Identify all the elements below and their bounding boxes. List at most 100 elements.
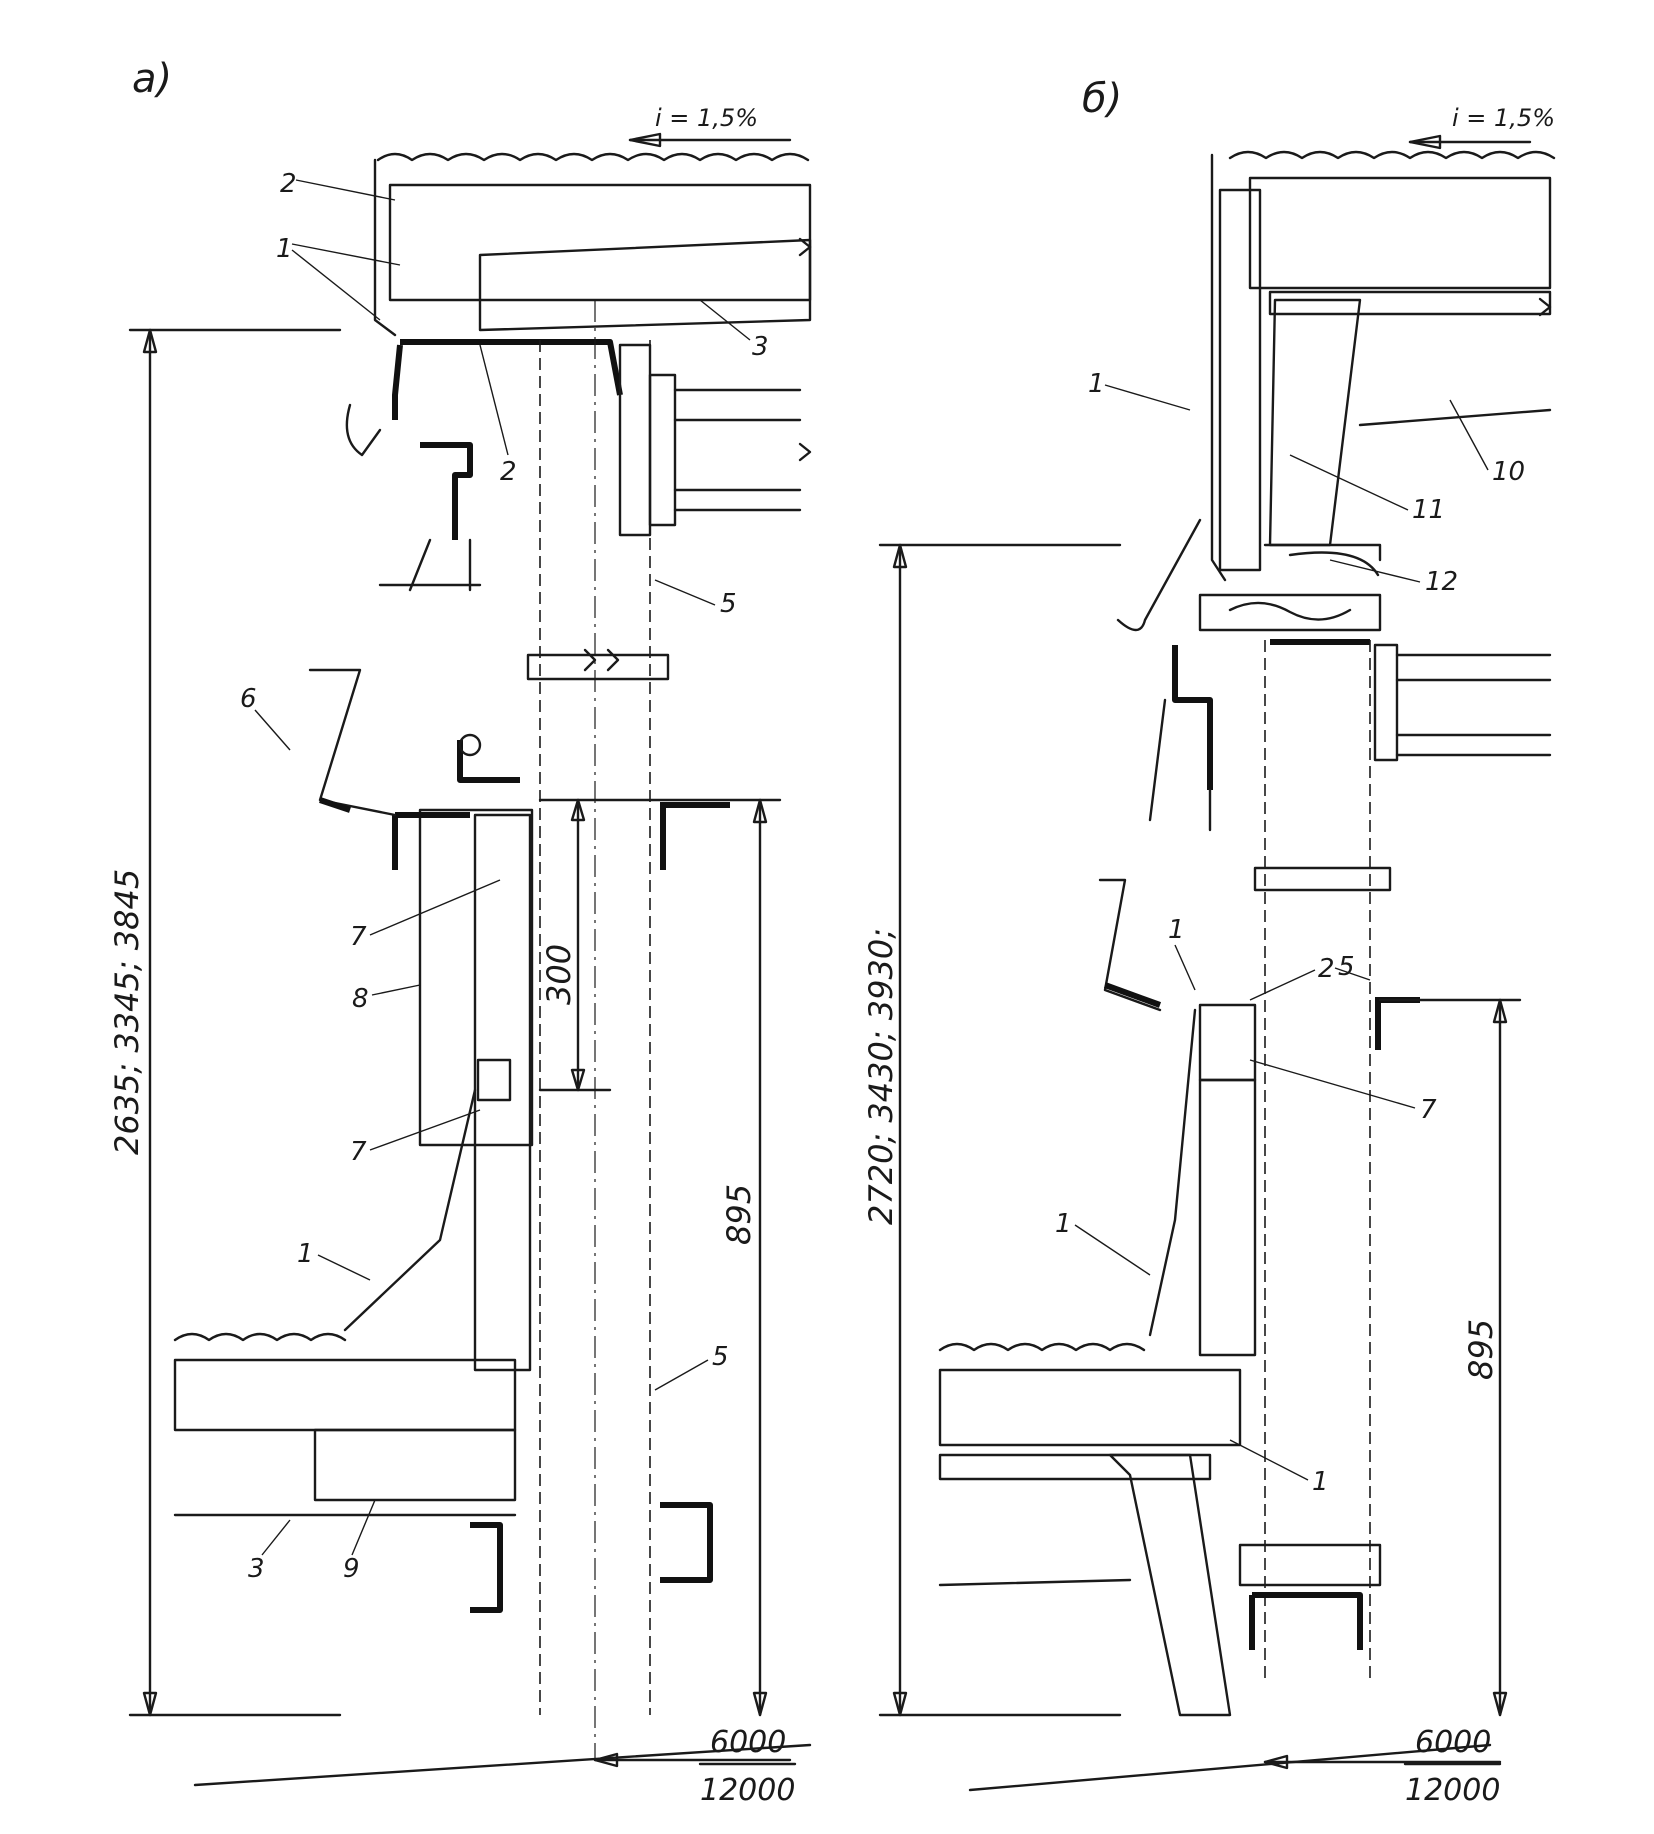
callout: 11 xyxy=(1412,495,1445,525)
panel-a-grid-top: 6000 xyxy=(710,1725,786,1760)
panel-a-glazing xyxy=(408,538,472,592)
panel-b-upstand-insulation xyxy=(1198,1078,1257,1357)
leader xyxy=(369,879,501,936)
panel-b-label: б) xyxy=(1082,76,1122,122)
panel-b-slab-underside xyxy=(1358,408,1552,427)
panel-b-nailer xyxy=(1198,1003,1257,1082)
leader xyxy=(479,344,509,456)
panel-b-anchor xyxy=(1263,543,1382,577)
panel-b-window-frame xyxy=(1172,645,1213,790)
panel-b-ground-line xyxy=(968,1743,1492,1792)
panel-b-bracket xyxy=(1373,643,1399,762)
panel-b-column-break-band xyxy=(1253,866,1392,892)
callout: 1 xyxy=(1168,915,1185,945)
panel-b-angle xyxy=(1375,997,1420,1050)
panel-a-parapet-insulation xyxy=(473,813,532,1372)
panel-a-beam xyxy=(673,388,802,512)
panel-a-parapet-flashing xyxy=(373,158,397,337)
panel-b-slope-arrow xyxy=(1408,134,1442,150)
panel-a-dim-arrows xyxy=(142,328,158,1717)
panel-b-upstand xyxy=(1148,1008,1197,1337)
callout: 3 xyxy=(752,332,769,362)
panel-b-drip xyxy=(1116,518,1202,632)
leader xyxy=(654,1359,709,1391)
panel-a-overall-dim: 2635; 3345; 3845 xyxy=(108,869,146,1155)
panel-b-glazing xyxy=(1148,698,1212,832)
panel-a-ground-line xyxy=(193,1743,812,1787)
panel-a-lower-glazing-heavy xyxy=(319,797,351,813)
panel-b-dim-arrows xyxy=(892,543,908,1717)
callout: 1 xyxy=(297,1239,314,1269)
panel-b-low-insulation xyxy=(938,1368,1242,1447)
panel-a-break-2 xyxy=(798,442,812,462)
panel-a-gutter-heavy xyxy=(400,339,623,396)
panel-b-low-rib xyxy=(1108,1453,1232,1717)
panel-a-895-arrows xyxy=(752,798,768,1717)
panel-b-callouts: 1 10 11 12 1 5 2 7 1 1 xyxy=(1055,369,1525,1497)
panel-b-roof-insulation xyxy=(1248,176,1552,290)
panel-a-column-cap xyxy=(618,343,652,537)
callout: 10 xyxy=(1492,457,1525,487)
panel-b-break-1 xyxy=(1538,297,1552,317)
panel-a-slope: i = 1,5% xyxy=(655,104,758,132)
panel-a-mineral-wool xyxy=(313,1428,517,1502)
leader xyxy=(1174,944,1196,991)
panel-a-sill-flashing xyxy=(392,740,520,870)
panel-b-base-channel xyxy=(1249,1592,1363,1650)
panel-a-bolt-top xyxy=(458,733,482,757)
panel-a-label: а) xyxy=(132,56,172,102)
callout: 12 xyxy=(1425,567,1458,597)
panel-b-lower-glazing xyxy=(1098,878,1162,1012)
panel-a-column-break-band xyxy=(526,653,670,681)
panel-b-concrete-rib xyxy=(1268,298,1362,547)
leader xyxy=(254,709,291,751)
callout: 2 xyxy=(1318,954,1335,984)
leader xyxy=(1289,454,1409,511)
panel-b-grid-arrow xyxy=(1263,1754,1289,1770)
panel-a-bracket xyxy=(648,373,677,527)
panel-b-wood-grain xyxy=(1228,601,1352,621)
panel-a-callouts: 2 1 2 3 5 6 7 8 7 1 3 9 5 xyxy=(240,169,769,1584)
panel-a-dim-895: 895 xyxy=(720,1184,758,1245)
leader xyxy=(295,179,396,201)
callout: 6 xyxy=(240,684,257,714)
panel-b-screed xyxy=(1268,290,1552,316)
callout: 1 xyxy=(1088,369,1105,399)
callout: 2 xyxy=(280,169,297,199)
callout: 1 xyxy=(1055,1209,1072,1239)
callout: 8 xyxy=(352,984,369,1014)
callout: 5 xyxy=(1338,952,1355,982)
panel-a-slope-arrow xyxy=(628,132,662,148)
panel-b-gravel-top xyxy=(1228,150,1556,160)
panel-a-break-1 xyxy=(798,237,812,257)
callout: 3 xyxy=(248,1554,265,1584)
leader xyxy=(261,1519,291,1556)
leader xyxy=(1104,384,1191,411)
callout: 7 xyxy=(1420,1095,1437,1125)
panel-b-low-screed xyxy=(938,1453,1212,1481)
panel-b-grid-top: 6000 xyxy=(1415,1725,1491,1760)
panel-a-low-insulation xyxy=(173,1358,517,1432)
panel-a-lower-glazing xyxy=(308,668,397,817)
panel-b-base-plate xyxy=(1238,1543,1382,1587)
panel-a-window-frame xyxy=(420,442,473,540)
panel-b-gravel-low xyxy=(938,1342,1146,1352)
callout: 9 xyxy=(343,1554,360,1584)
panel-a-grid-bottom: 12000 xyxy=(700,1773,795,1808)
panel-a-upstand xyxy=(343,1088,477,1332)
panel-b: б) i = 1,5% xyxy=(862,76,1556,1808)
panel-b-overall-dim: 2720; 3430; 3930; xyxy=(862,928,900,1225)
panel-a-flashing-heavy xyxy=(392,344,403,420)
panel-b-parapet-flashing xyxy=(1210,153,1227,582)
leader xyxy=(1074,1224,1151,1276)
panel-a: а) i = 1,5% xyxy=(108,56,812,1808)
callout: 1 xyxy=(276,234,293,264)
callout: 2 xyxy=(500,457,517,487)
leader xyxy=(351,1499,376,1556)
panel-a-drip xyxy=(345,403,382,457)
panel-a-bolt-lower xyxy=(476,1058,512,1102)
panel-b-lower-glazing-heavy xyxy=(1103,982,1162,1008)
panel-a-angle xyxy=(660,802,730,870)
callout: 7 xyxy=(350,922,367,952)
